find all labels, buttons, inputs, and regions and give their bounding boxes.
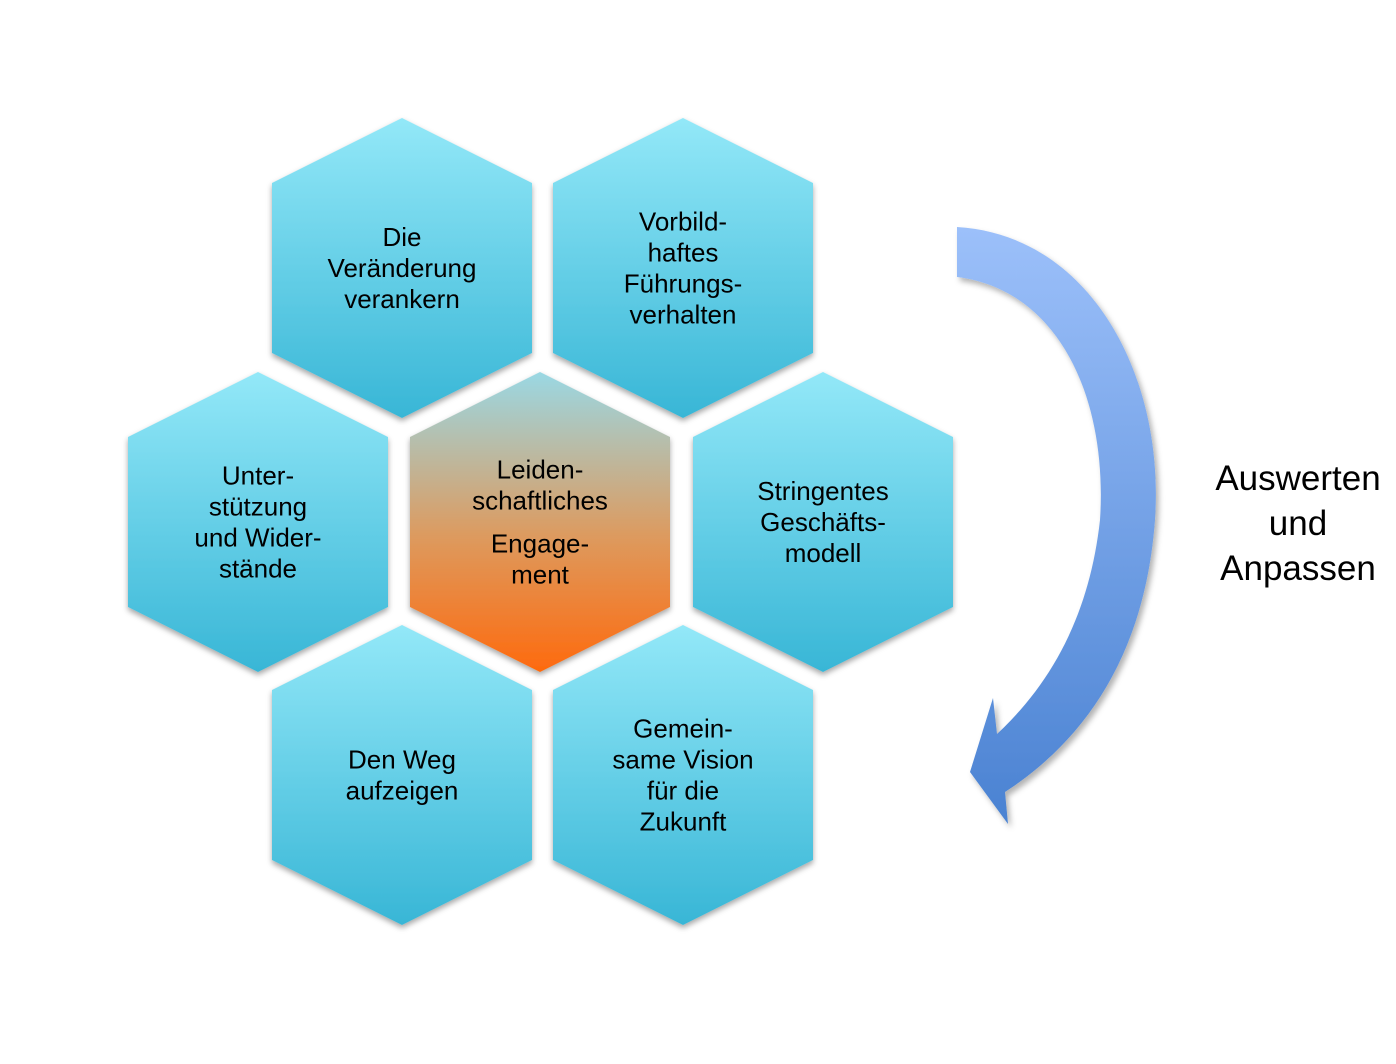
hexagon-label-line: ment <box>511 560 570 590</box>
hexagon-label-line: Die <box>382 222 421 252</box>
hexagon-label-line: Gemein- <box>633 714 733 744</box>
cycle-label-line-1: Auswerten <box>1215 459 1381 498</box>
hexagon-label-line: haftes <box>648 238 719 268</box>
curved-down-arrow-icon <box>957 227 1156 824</box>
cycle-label: Auswerten und Anpassen <box>1200 456 1396 591</box>
hexagon-label-line: verhalten <box>630 300 737 330</box>
hexagon-label-line: und Wider- <box>194 523 321 553</box>
hexagon-label-line: same Vision <box>612 745 753 775</box>
hexagon-label-line: Engage- <box>491 529 589 559</box>
hexagon-shape <box>128 372 388 672</box>
hexagon-shape <box>553 118 813 418</box>
hexagon-shape <box>272 625 532 925</box>
hexagon-label-line: Den Weg <box>348 745 456 775</box>
hexagon-label-line: Veränderung <box>328 253 477 283</box>
hexagon-shape <box>553 625 813 925</box>
hexagon-label-line: aufzeigen <box>346 776 459 806</box>
hexagon-label-line: Führungs- <box>624 269 743 299</box>
hexagon-label-line: Leiden- <box>497 455 584 485</box>
cycle-label-line-2: und <box>1268 504 1328 543</box>
hexagon-label-line: modell <box>785 538 862 568</box>
hexagon-label-line: verankern <box>344 284 460 314</box>
hexagon-shape <box>410 372 670 672</box>
hexagon-label-line: Vorbild- <box>639 207 727 237</box>
hexagon-layer: DieVeränderungverankernVorbild-haftesFüh… <box>128 118 953 925</box>
hexagon-label-line: für die <box>647 776 719 806</box>
hexagon-label-line: stände <box>219 554 297 584</box>
hexagon-label-line: Stringentes <box>757 476 889 506</box>
hexagon-shape <box>272 118 532 418</box>
cycle-label-line-3: Anpassen <box>1220 549 1376 588</box>
hexagon-label-line: Geschäfts- <box>760 507 886 537</box>
hexagon-label-line: Zukunft <box>640 807 727 837</box>
hexagon-label-line: stützung <box>209 492 307 522</box>
hexagon-shape <box>693 372 953 672</box>
hexagon-label-line: schaftliches <box>472 486 608 516</box>
hexagon-label-line: Unter- <box>222 461 294 491</box>
